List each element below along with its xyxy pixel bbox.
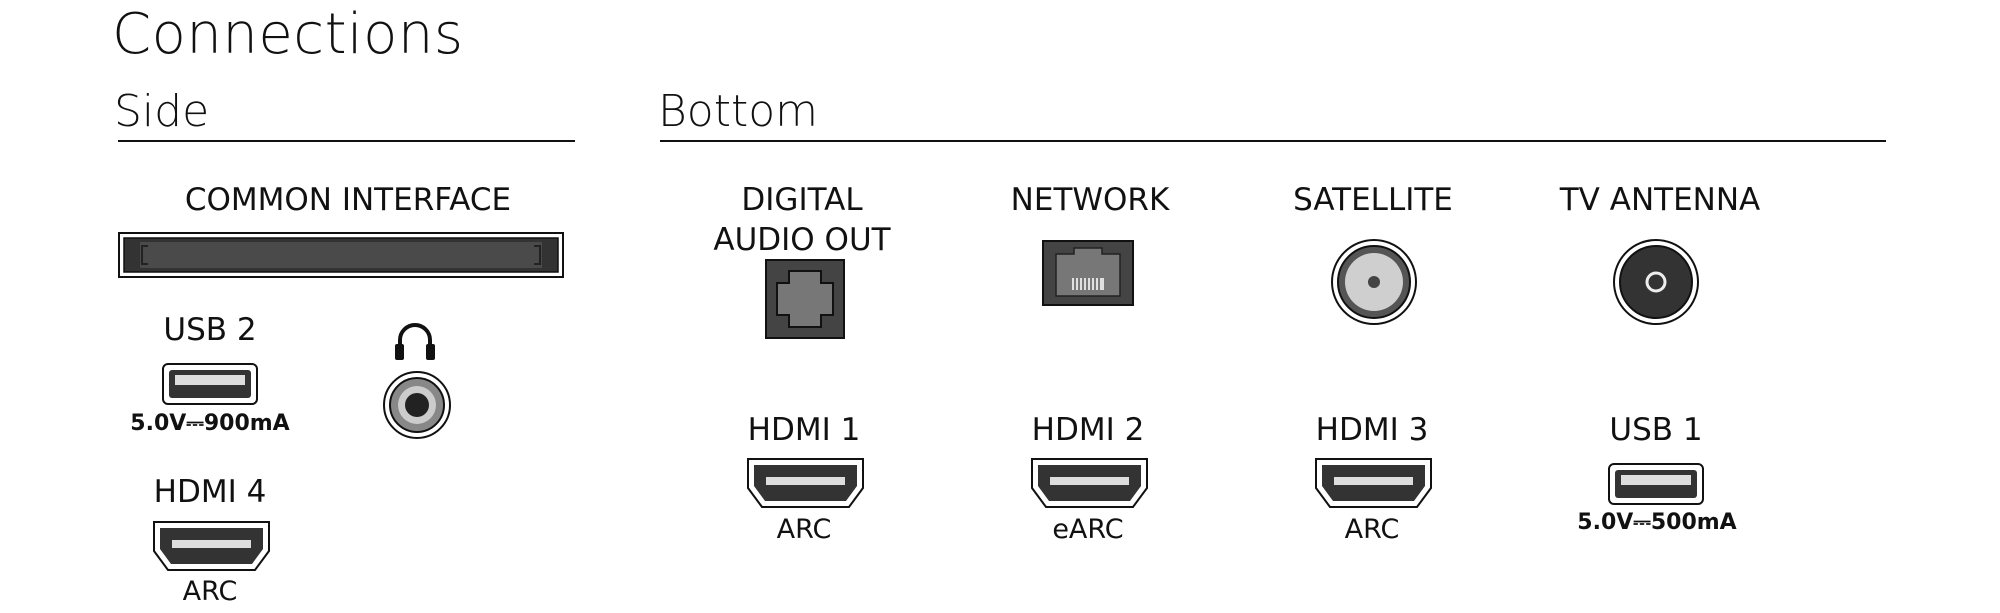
hdmi4-label: HDMI 4 [153, 474, 267, 510]
hdmi1-port-icon[interactable] [747, 458, 864, 508]
section-side-title: Side [114, 86, 210, 137]
usb1-spec: 5.0V⎓500mA [1577, 510, 1737, 535]
usb2-label: USB 2 [163, 312, 257, 348]
common-interface-slot-icon[interactable] [118, 232, 564, 278]
hdmi2-port-icon[interactable] [1031, 458, 1148, 508]
antenna-connector-icon[interactable] [1612, 238, 1700, 326]
bottom-divider [660, 140, 1886, 142]
headphones-icon [395, 323, 435, 360]
network-label: NETWORK [1010, 182, 1170, 218]
hdmi1-label: HDMI 1 [747, 412, 861, 448]
optical-port-icon[interactable] [765, 259, 845, 339]
hdmi2-label: HDMI 2 [1031, 412, 1145, 448]
hdmi4-sub: ARC [182, 576, 238, 607]
usb1-label: USB 1 [1609, 412, 1703, 448]
hdmi2-sub: eARC [1052, 514, 1124, 545]
section-bottom-title: Bottom [658, 86, 819, 137]
satellite-label: SATELLITE [1293, 182, 1453, 218]
hdmi3-sub: ARC [1344, 514, 1400, 545]
digital-audio-out-label: DIGITAL AUDIO OUT [713, 182, 891, 258]
hdmi1-sub: ARC [776, 514, 832, 545]
headphone-jack-icon[interactable] [382, 370, 452, 440]
usb2-spec: 5.0V⎓900mA [130, 411, 290, 436]
hdmi3-label: HDMI 3 [1315, 412, 1429, 448]
hdmi4-port-icon[interactable] [153, 521, 270, 571]
hdmi3-port-icon[interactable] [1315, 458, 1432, 508]
page-title: Connections [112, 2, 464, 67]
tv-antenna-label: TV ANTENNA [1559, 182, 1761, 218]
ethernet-port-icon[interactable] [1042, 240, 1134, 306]
common-interface-label: COMMON INTERFACE [184, 182, 512, 218]
usb2-port-icon[interactable] [162, 363, 258, 405]
side-divider [118, 140, 575, 142]
usb1-port-icon[interactable] [1608, 463, 1704, 505]
satellite-connector-icon[interactable] [1330, 238, 1418, 326]
